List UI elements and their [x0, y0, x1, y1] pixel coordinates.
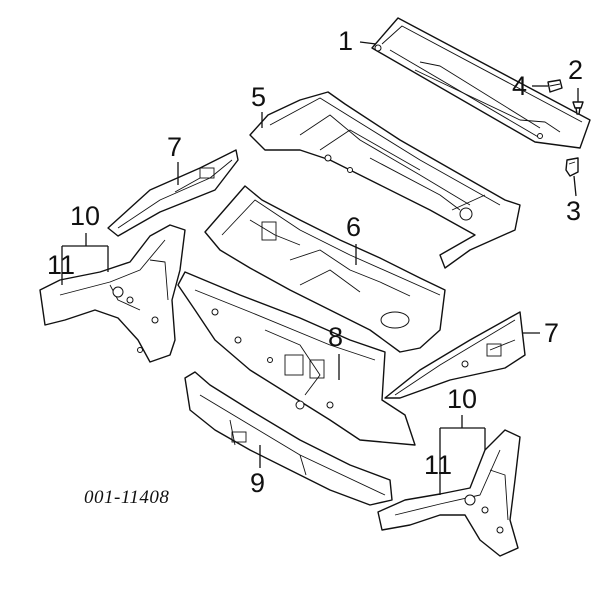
part-9-lower-cross-member [184, 371, 393, 506]
leader-lines [61, 41, 579, 495]
part-8-dash-panel [177, 271, 416, 446]
part-2-clip [572, 101, 584, 115]
callout-9: 9 [250, 468, 266, 498]
callout-11-left: 11 [47, 250, 76, 280]
part-10-11-wheelhouse-left [39, 224, 186, 363]
part-4-nut [547, 79, 563, 93]
callout-4: 4 [512, 71, 528, 101]
callout-10-right: 10 [447, 384, 478, 414]
part-6-dash-upper-panel [204, 185, 446, 353]
callout-8: 8 [328, 322, 344, 352]
part-5-cowl-upper-panel [249, 91, 521, 269]
callout-2: 2 [568, 55, 584, 85]
callout-7-right: 7 [544, 318, 560, 348]
callout-7-left: 7 [167, 132, 183, 162]
part-7-side-rail-left [107, 149, 239, 237]
part-7-side-rail-right [384, 311, 526, 399]
part-1-cowl-top-panel [371, 17, 591, 149]
callout-5: 5 [251, 82, 267, 112]
callout-11-right: 11 [424, 450, 453, 480]
part-3-retainer [565, 157, 579, 177]
part-10-11-wheelhouse-right [377, 429, 521, 557]
callout-3: 3 [566, 196, 582, 226]
callout-1: 1 [338, 26, 354, 56]
callout-10-left: 10 [70, 201, 101, 231]
catalog-number: 001-11408 [84, 487, 170, 508]
callout-6: 6 [346, 212, 362, 242]
